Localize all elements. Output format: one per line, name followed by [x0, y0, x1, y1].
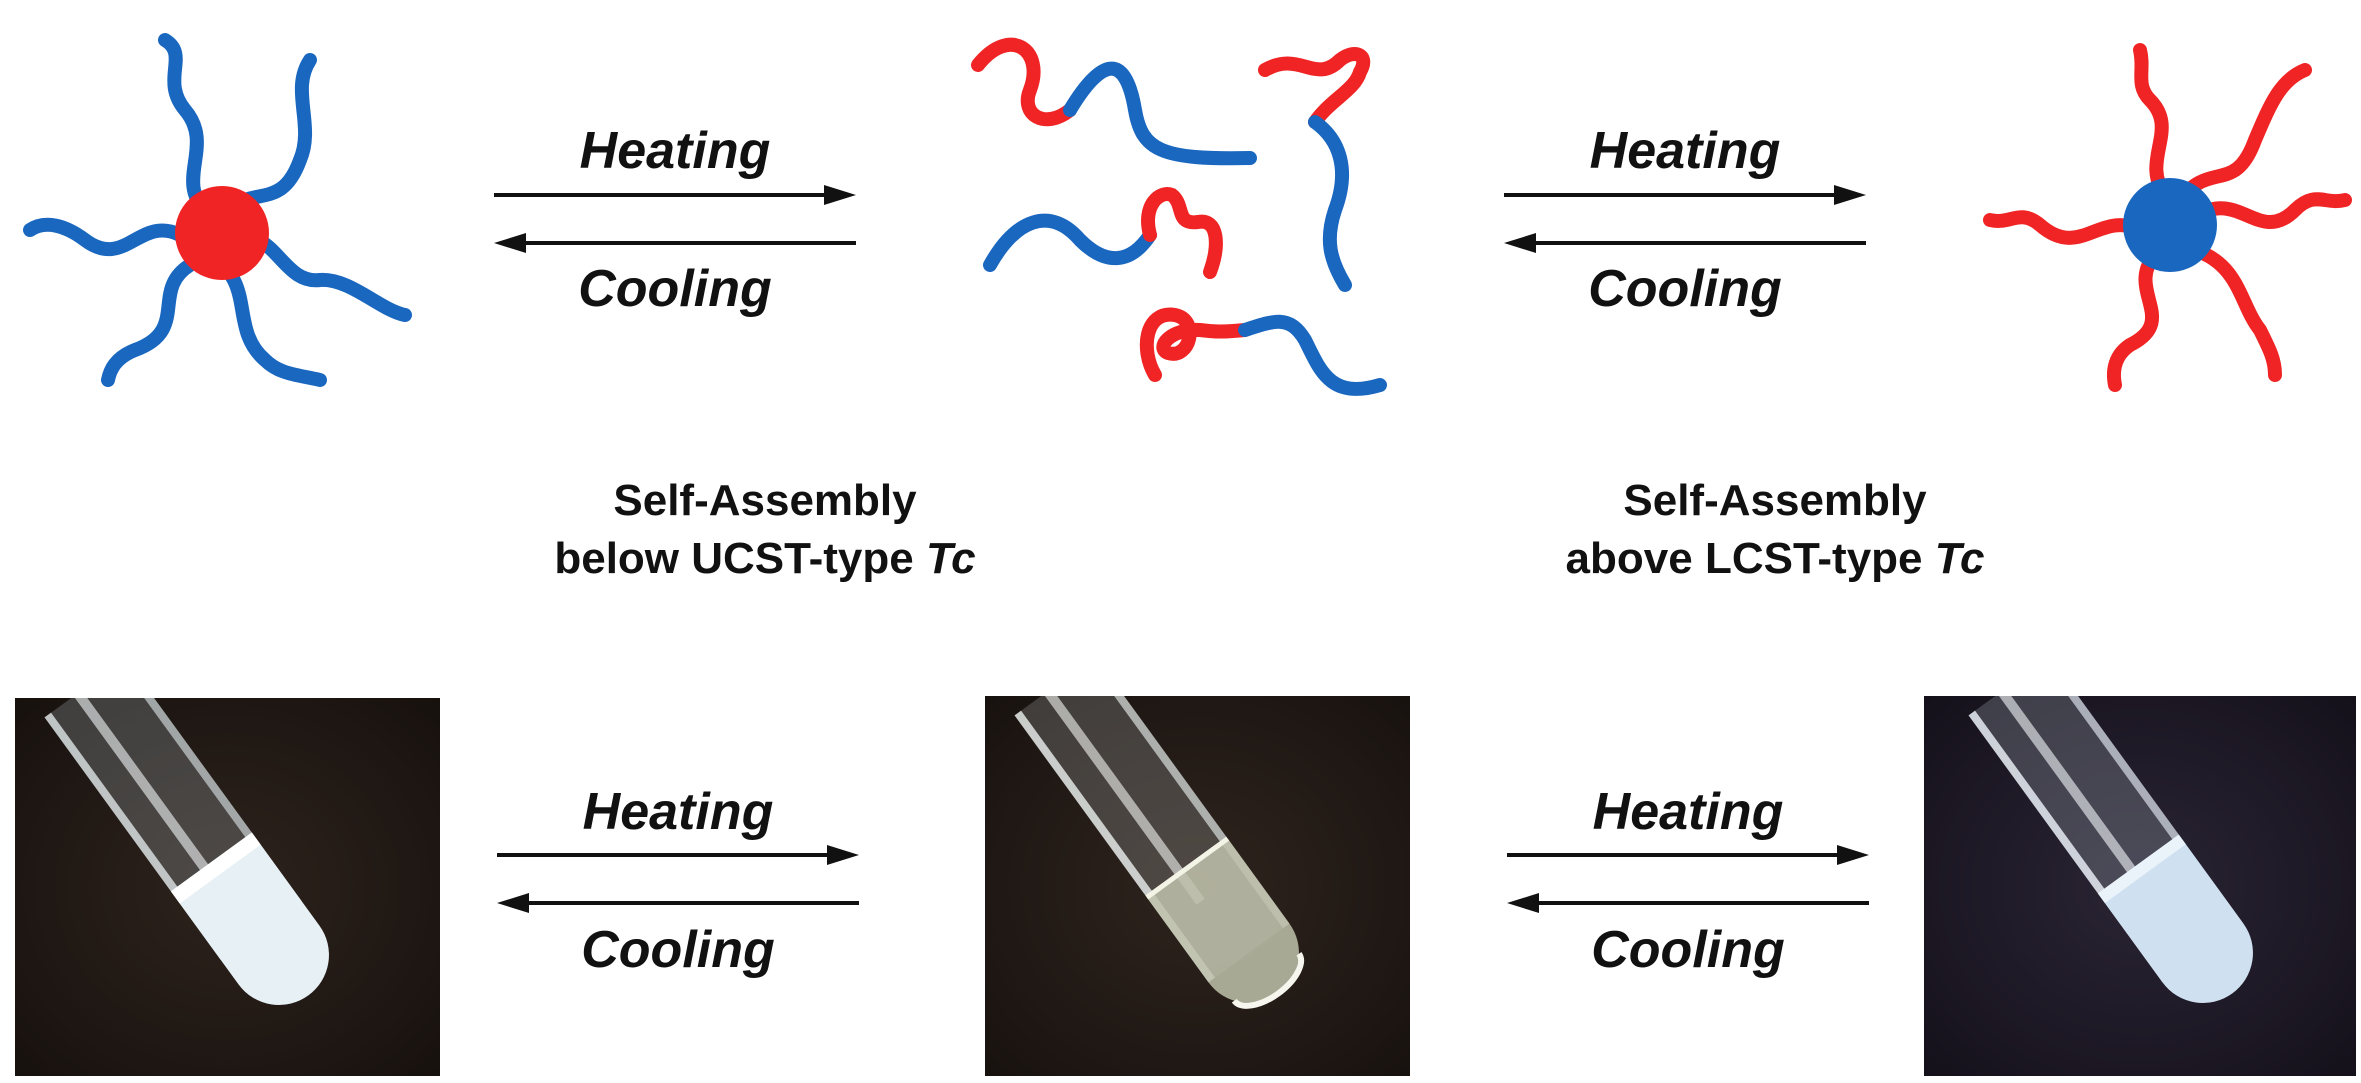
heating-label: Heating	[1592, 783, 1784, 841]
tc-symbol: Tc	[925, 534, 976, 583]
micelle-corona-chain	[2106, 248, 2162, 392]
micelle-corona-chain	[101, 258, 197, 387]
cooling-label: Cooling	[578, 260, 772, 318]
reverse-arrow	[1507, 893, 1869, 913]
ucst-caption-line2: below UCST-type Tc	[445, 530, 1085, 588]
turbid-solution-photo	[1924, 696, 2356, 1076]
clear-solution-photo	[985, 696, 1410, 1076]
ucst-caption-text: below UCST-type	[554, 534, 926, 583]
micelle-corona-chain	[208, 253, 327, 387]
cooling-label: Cooling	[581, 921, 775, 979]
micelle-corona-chain	[158, 33, 212, 217]
lcst-caption: Self-Assembly above LCST-type Tc	[1455, 472, 2095, 588]
forward-arrow	[1507, 845, 1869, 865]
diblock-chain	[971, 37, 1077, 127]
ucst-micelle-illustration	[23, 33, 412, 387]
micelle-corona-chain	[1983, 210, 2147, 245]
lcst-caption-line2: above LCST-type Tc	[1455, 530, 2095, 588]
ucst-caption-line1: Self-Assembly	[613, 476, 917, 525]
micelle-core-red	[175, 186, 269, 280]
reverse-arrow	[497, 893, 859, 913]
unimer-chains-illustration	[971, 37, 1387, 396]
turbid-solution-photo	[15, 698, 440, 1076]
forward-arrow	[1504, 185, 1866, 205]
diblock-chain	[1238, 314, 1387, 396]
tc-symbol: Tc	[1934, 534, 1985, 583]
micelle-corona-chain	[2133, 43, 2172, 202]
diblock-chain	[1308, 115, 1352, 292]
diblock-chain	[1139, 307, 1252, 382]
diblock-chain	[1141, 187, 1223, 279]
heating-label: Heating	[582, 783, 774, 841]
micelle-corona-chain	[2191, 192, 2352, 229]
heating-label: Heating	[579, 122, 771, 180]
cooling-label: Cooling	[1591, 921, 1785, 979]
micelle-corona-chain	[23, 217, 187, 257]
micelle-core-blue	[2123, 178, 2217, 272]
lcst-caption-text: above LCST-type	[1565, 534, 1935, 583]
ucst-caption: Self-Assembly below UCST-type Tc	[445, 472, 1085, 588]
forward-arrow	[494, 185, 856, 205]
cooling-label: Cooling	[1588, 260, 1782, 318]
lcst-micelle-illustration	[1983, 43, 2352, 392]
micelle-corona-chain	[2173, 63, 2312, 207]
lcst-caption-line1: Self-Assembly	[1623, 476, 1927, 525]
reverse-arrow	[1504, 233, 1866, 253]
micelle-corona-chain	[2188, 243, 2282, 382]
diblock-chain	[983, 213, 1157, 272]
reverse-arrow	[494, 233, 856, 253]
heating-label: Heating	[1589, 122, 1781, 180]
diblock-chain	[1063, 61, 1257, 166]
forward-arrow	[497, 845, 859, 865]
diblock-chain	[1258, 47, 1371, 129]
